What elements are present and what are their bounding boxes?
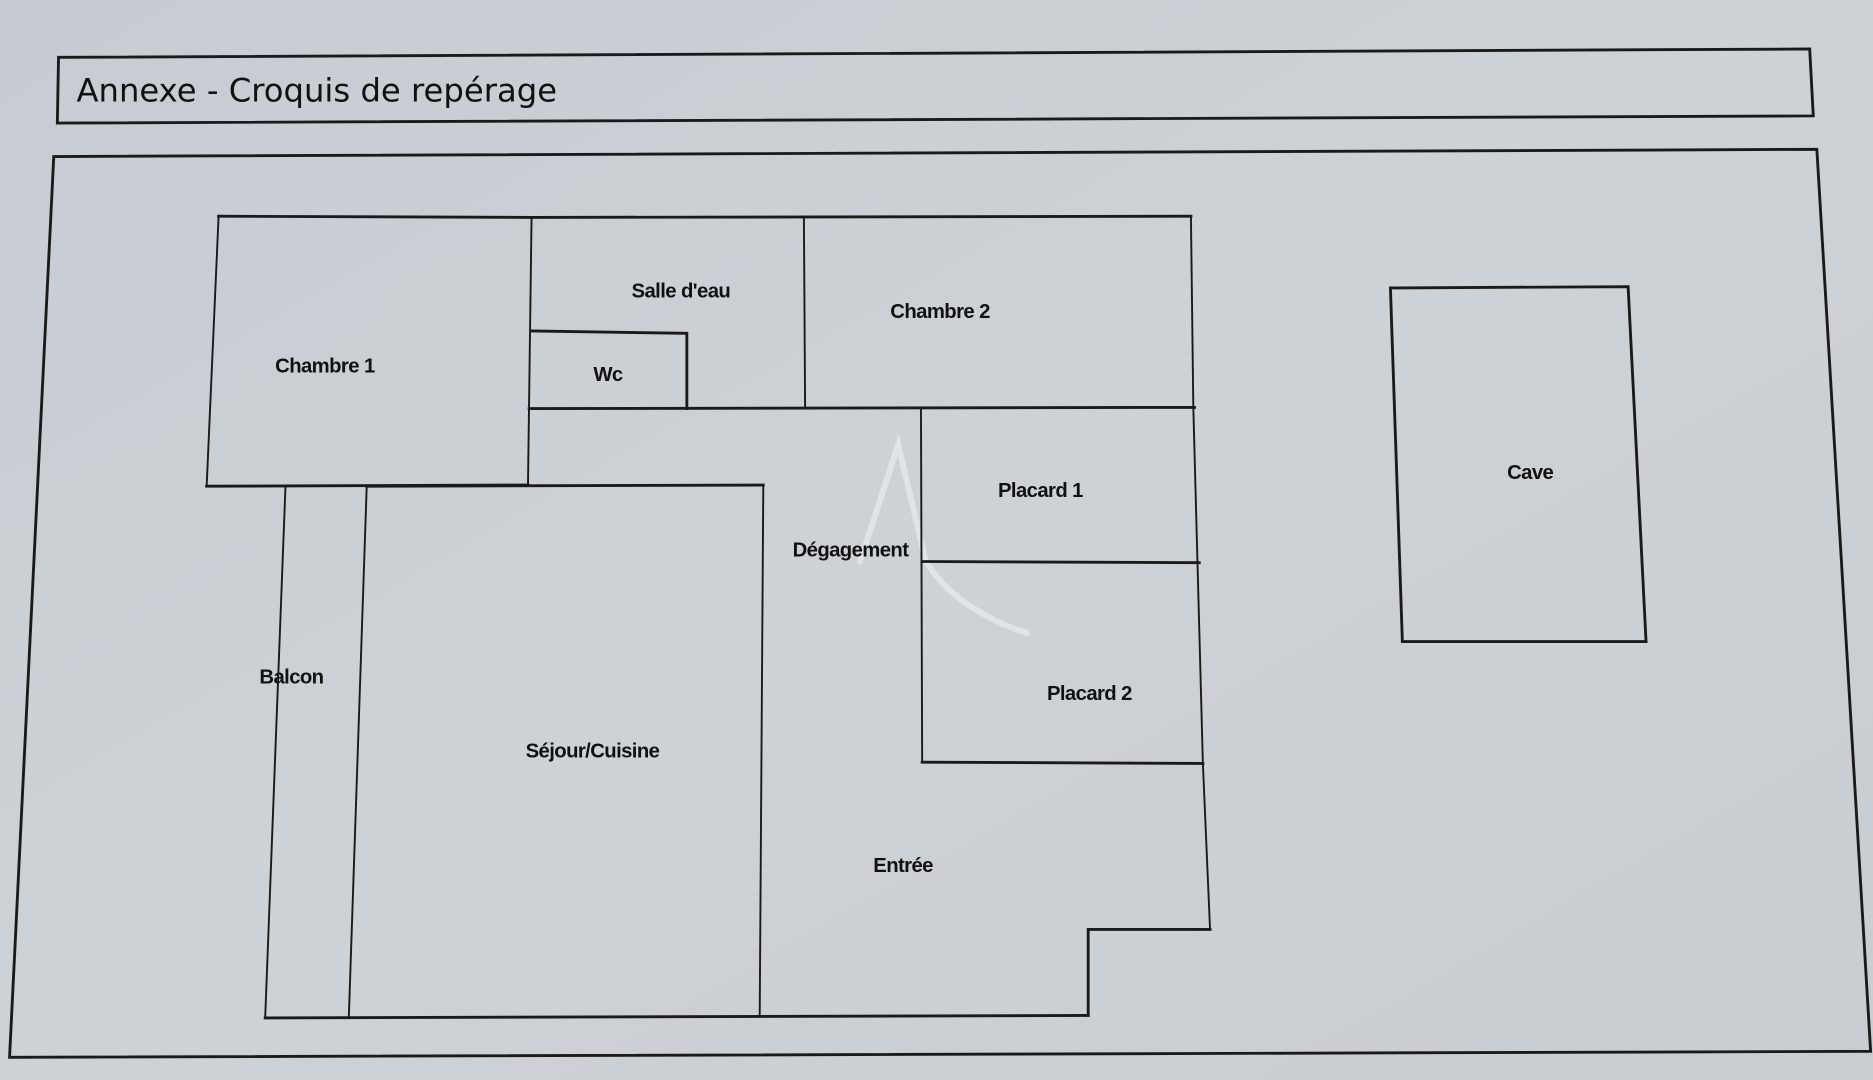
wall <box>920 760 1205 765</box>
room-label-entree: Entrée <box>873 855 933 877</box>
wall <box>205 215 220 488</box>
room-label-placard-1: Placard 1 <box>998 480 1083 502</box>
wall <box>347 485 368 1019</box>
room-label-salle-eau: Salle d'eau <box>632 280 731 302</box>
wall-cave <box>1388 285 1648 643</box>
wall <box>1201 762 1212 931</box>
watermark-logo <box>857 433 1031 637</box>
wall-wc <box>530 329 689 411</box>
wall <box>1192 406 1204 765</box>
title-bar: Annexe - Croquis de repérage <box>55 47 1815 125</box>
wall <box>263 1014 1090 1020</box>
room-label-chambre-1: Chambre 1 <box>275 356 375 378</box>
wall <box>920 560 1201 565</box>
wall <box>530 214 1193 219</box>
wall <box>1086 928 1212 1017</box>
floor-plan <box>205 214 1648 1020</box>
wall <box>920 407 924 764</box>
wall <box>802 217 807 410</box>
room-label-wc: Wc <box>593 364 623 386</box>
wall <box>758 484 765 1017</box>
wall <box>527 216 533 487</box>
room-labels: Salle d'eau Chambre 2 Chambre 1 Wc Placa… <box>259 280 1554 877</box>
room-label-balcon: Balcon <box>259 666 323 688</box>
room-label-degagement: Dégagement <box>793 540 910 562</box>
wall <box>527 405 1196 411</box>
wall <box>1189 215 1195 409</box>
wall <box>365 483 765 488</box>
page-title: Annexe - Croquis de repérage <box>76 72 557 110</box>
room-label-cave: Cave <box>1507 462 1553 484</box>
room-label-sejour-cuisine: Séjour/Cuisine <box>526 740 660 762</box>
wall <box>264 485 287 1019</box>
room-label-chambre-2: Chambre 2 <box>890 301 990 323</box>
plan-frame <box>8 147 1873 1059</box>
room-label-placard-2: Placard 2 <box>1047 683 1132 705</box>
wall-chambre-1 <box>217 214 533 219</box>
